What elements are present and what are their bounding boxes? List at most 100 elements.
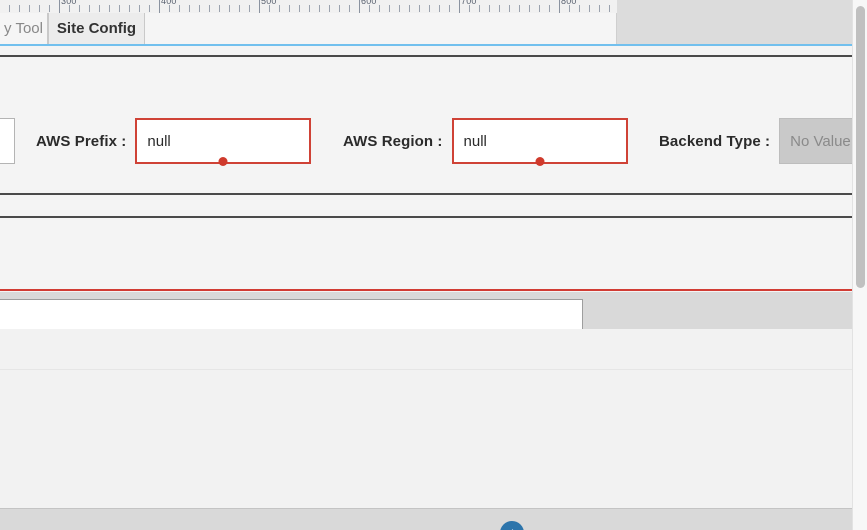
ruler-tick-minor <box>579 5 580 12</box>
ruler-tick-minor <box>209 5 210 12</box>
ruler-tick-minor <box>489 5 490 12</box>
ruler-tick-minor <box>29 5 30 12</box>
content-area: AWS Prefix : null AWS Region : null Back… <box>0 46 867 530</box>
ruler-tick-label: 700 <box>461 0 477 6</box>
config-form-row: AWS Prefix : null AWS Region : null Back… <box>0 111 867 171</box>
ruler-tick-minor <box>589 5 590 12</box>
aws-region-value: null <box>463 132 487 150</box>
ruler-tick-major <box>559 0 560 13</box>
lower-pane <box>0 329 853 370</box>
ruler-tick-minor <box>419 5 420 12</box>
ruler-inactive-pane <box>617 0 867 13</box>
tab-bar-empty-area <box>145 13 617 44</box>
divider-middle-lower <box>0 216 853 218</box>
ruler-tick-minor <box>239 5 240 12</box>
ruler-tick-minor <box>439 5 440 12</box>
ruler-tick-major <box>259 0 260 13</box>
ruler-tick-minor <box>429 5 430 12</box>
ruler-tick-minor <box>189 5 190 12</box>
ruler-tick-minor <box>199 5 200 12</box>
clipped-left-field[interactable] <box>0 111 15 171</box>
ruler-tick-minor <box>39 5 40 12</box>
ruler-tick-minor <box>369 5 370 12</box>
bottom-status-bar <box>0 508 867 530</box>
ruler-tick-minor <box>149 5 150 12</box>
tab-site-config-label: Site Config <box>56 20 137 37</box>
ruler-tick-minor <box>339 5 340 12</box>
clipped-left-field-box[interactable] <box>0 118 15 164</box>
ruler-tick-minor <box>319 5 320 12</box>
ruler-tick-minor <box>539 5 540 12</box>
ruler-tick-minor <box>479 5 480 12</box>
ruler-tick-minor <box>69 5 70 12</box>
ruler-tick-label: 500 <box>261 0 277 6</box>
tab-query-tool[interactable]: y Tool <box>0 13 48 44</box>
divider-red <box>0 289 853 291</box>
search-input[interactable] <box>0 299 583 331</box>
ruler-tick-major <box>459 0 460 13</box>
ruler-tick-major <box>359 0 360 13</box>
ruler-tick-minor <box>309 5 310 12</box>
tab-bar: y Tool Site Config <box>0 13 867 46</box>
ruler-tick-label: 300 <box>61 0 77 6</box>
tab-bar-inactive-area <box>617 13 867 44</box>
ruler-tick-minor <box>169 5 170 12</box>
aws-region-label: AWS Region : <box>343 132 443 150</box>
ruler-tick-minor <box>449 5 450 12</box>
ruler-tick-minor <box>389 5 390 12</box>
aws-prefix-error-dot-icon <box>218 157 228 166</box>
divider-middle-upper <box>0 193 853 195</box>
toolbar-strip <box>0 292 853 331</box>
field-group-aws-prefix: AWS Prefix : null <box>36 111 312 171</box>
ruler-tick-label: 600 <box>361 0 377 6</box>
ruler-tick-minor <box>549 5 550 12</box>
ruler-tick-minor <box>249 5 250 12</box>
backend-type-label: Backend Type : <box>659 132 771 150</box>
ruler-tick-minor <box>379 5 380 12</box>
ruler-tick-minor <box>99 5 100 12</box>
aws-region-error-dot-icon <box>535 157 545 166</box>
aws-prefix-label: AWS Prefix : <box>36 132 127 150</box>
ruler-tick-minor <box>529 5 530 12</box>
tab-site-config[interactable]: Site Config <box>48 13 145 44</box>
ruler-tick-minor <box>179 5 180 12</box>
ruler-tick-minor <box>519 5 520 12</box>
ruler-tick-minor <box>9 5 10 12</box>
aws-prefix-input[interactable]: null <box>135 118 312 166</box>
ruler-tick-minor <box>329 5 330 12</box>
vertical-scrollbar[interactable] <box>852 0 867 530</box>
ruler-tick-minor <box>289 5 290 12</box>
backend-type-input[interactable]: No Value <box>779 118 865 164</box>
tab-query-tool-label: y Tool <box>4 20 43 37</box>
ruler-tick-minor <box>89 5 90 12</box>
field-group-backend-type: Backend Type : No Value <box>659 111 865 171</box>
ruler-tick-minor <box>609 5 610 12</box>
ruler-tick-minor <box>409 5 410 12</box>
ruler-tick-minor <box>499 5 500 12</box>
ruler-tick-minor <box>349 5 350 12</box>
ruler-tick-minor <box>109 5 110 12</box>
ruler-tick-minor <box>129 5 130 12</box>
ruler-tick-minor <box>599 5 600 12</box>
ruler-tick-minor <box>139 5 140 12</box>
ruler-tick-minor <box>279 5 280 12</box>
ruler-tick-minor <box>469 5 470 12</box>
ruler-tick-minor <box>399 5 400 12</box>
ruler-tick-major <box>159 0 160 13</box>
ruler-tick-minor <box>569 5 570 12</box>
ruler-tick-minor <box>49 5 50 12</box>
field-group-aws-region: AWS Region : null <box>343 111 628 171</box>
vertical-scrollbar-thumb[interactable] <box>856 6 865 288</box>
divider-top <box>0 55 853 57</box>
aws-region-input[interactable]: null <box>451 118 628 166</box>
upload-arrow-icon[interactable] <box>500 521 524 530</box>
ruler-tick-minor <box>269 5 270 12</box>
backend-type-value: No Value <box>790 132 851 150</box>
ruler-tick-minor <box>79 5 80 12</box>
ruler-tick-minor <box>219 5 220 12</box>
aws-prefix-value: null <box>147 132 171 150</box>
ruler-tick-label: 800 <box>561 0 577 6</box>
